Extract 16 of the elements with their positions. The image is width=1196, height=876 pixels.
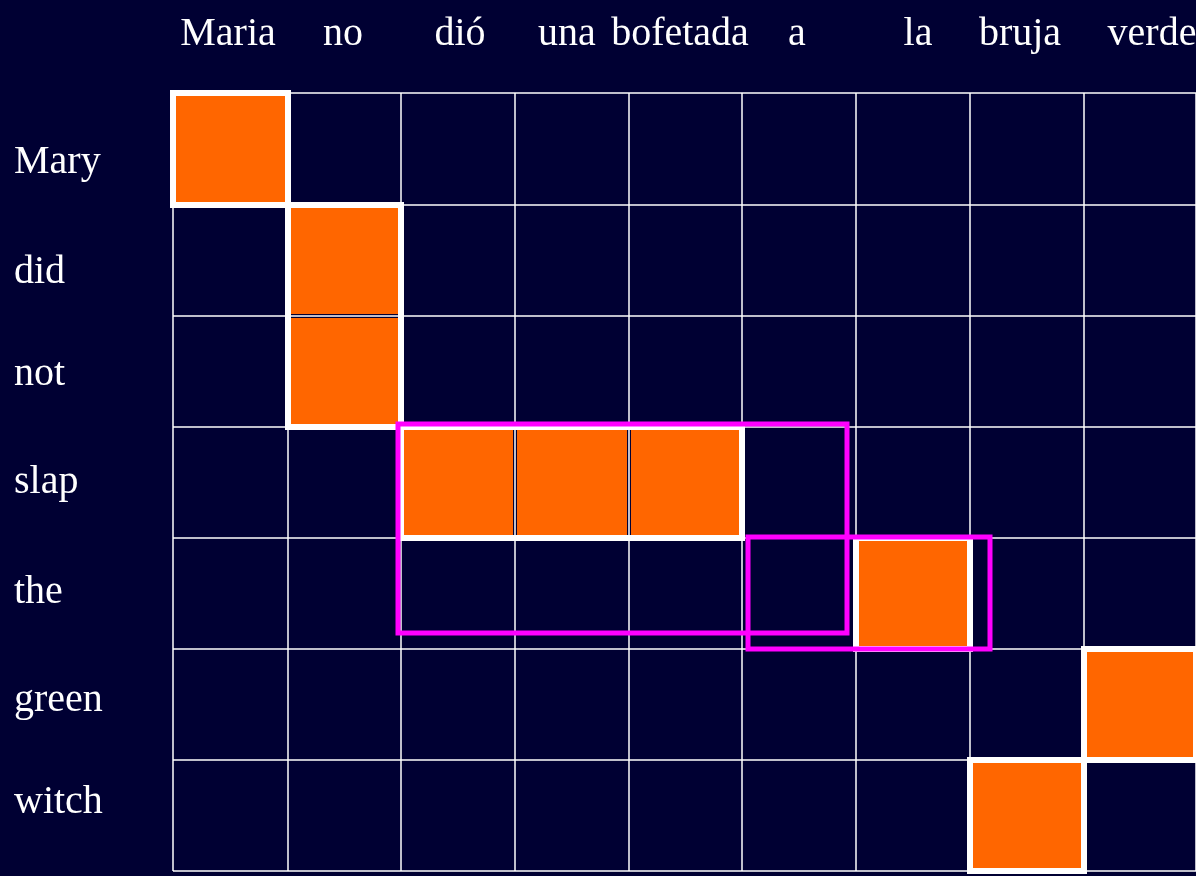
column-word: la	[903, 10, 933, 54]
row-word: green	[14, 676, 103, 720]
row-word: witch	[14, 778, 103, 822]
column-word: una	[538, 10, 596, 54]
row-word: not	[14, 350, 66, 394]
column-word: a	[788, 10, 806, 54]
row-word: did	[14, 248, 66, 292]
column-word: no	[323, 10, 363, 54]
column-word: bruja	[978, 10, 1062, 54]
row-word: slap	[14, 458, 79, 502]
column-word: Maria	[180, 10, 276, 54]
column-word: verde	[1107, 10, 1196, 54]
row-word: the	[14, 568, 63, 612]
row-word: Mary	[14, 138, 101, 182]
column-word: dió	[434, 10, 486, 54]
column-word: bofetada	[611, 10, 749, 54]
